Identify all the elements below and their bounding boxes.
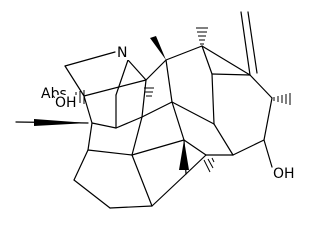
hashed-wedge [273,93,291,105]
solid-wedge [179,140,189,170]
solid-wedge [34,119,88,126]
hashed-wedge [196,27,208,45]
hashed-wedge [203,157,215,173]
skeletal-formula: N Abs OH OH [15,11,301,209]
hydroxyl-label-upper: OH [55,95,77,111]
atom-labels: N Abs OH OH [41,44,301,182]
chemical-structure: N Abs OH OH [15,11,301,209]
stereo-bonds [34,27,291,173]
hydroxyl-label-lower: OH [273,166,295,182]
hashed-wedge [144,87,154,97]
hashed-wedge [75,90,85,104]
bond-network [15,11,273,209]
nitrogen-label: N [117,45,127,61]
solid-wedge [150,36,166,60]
